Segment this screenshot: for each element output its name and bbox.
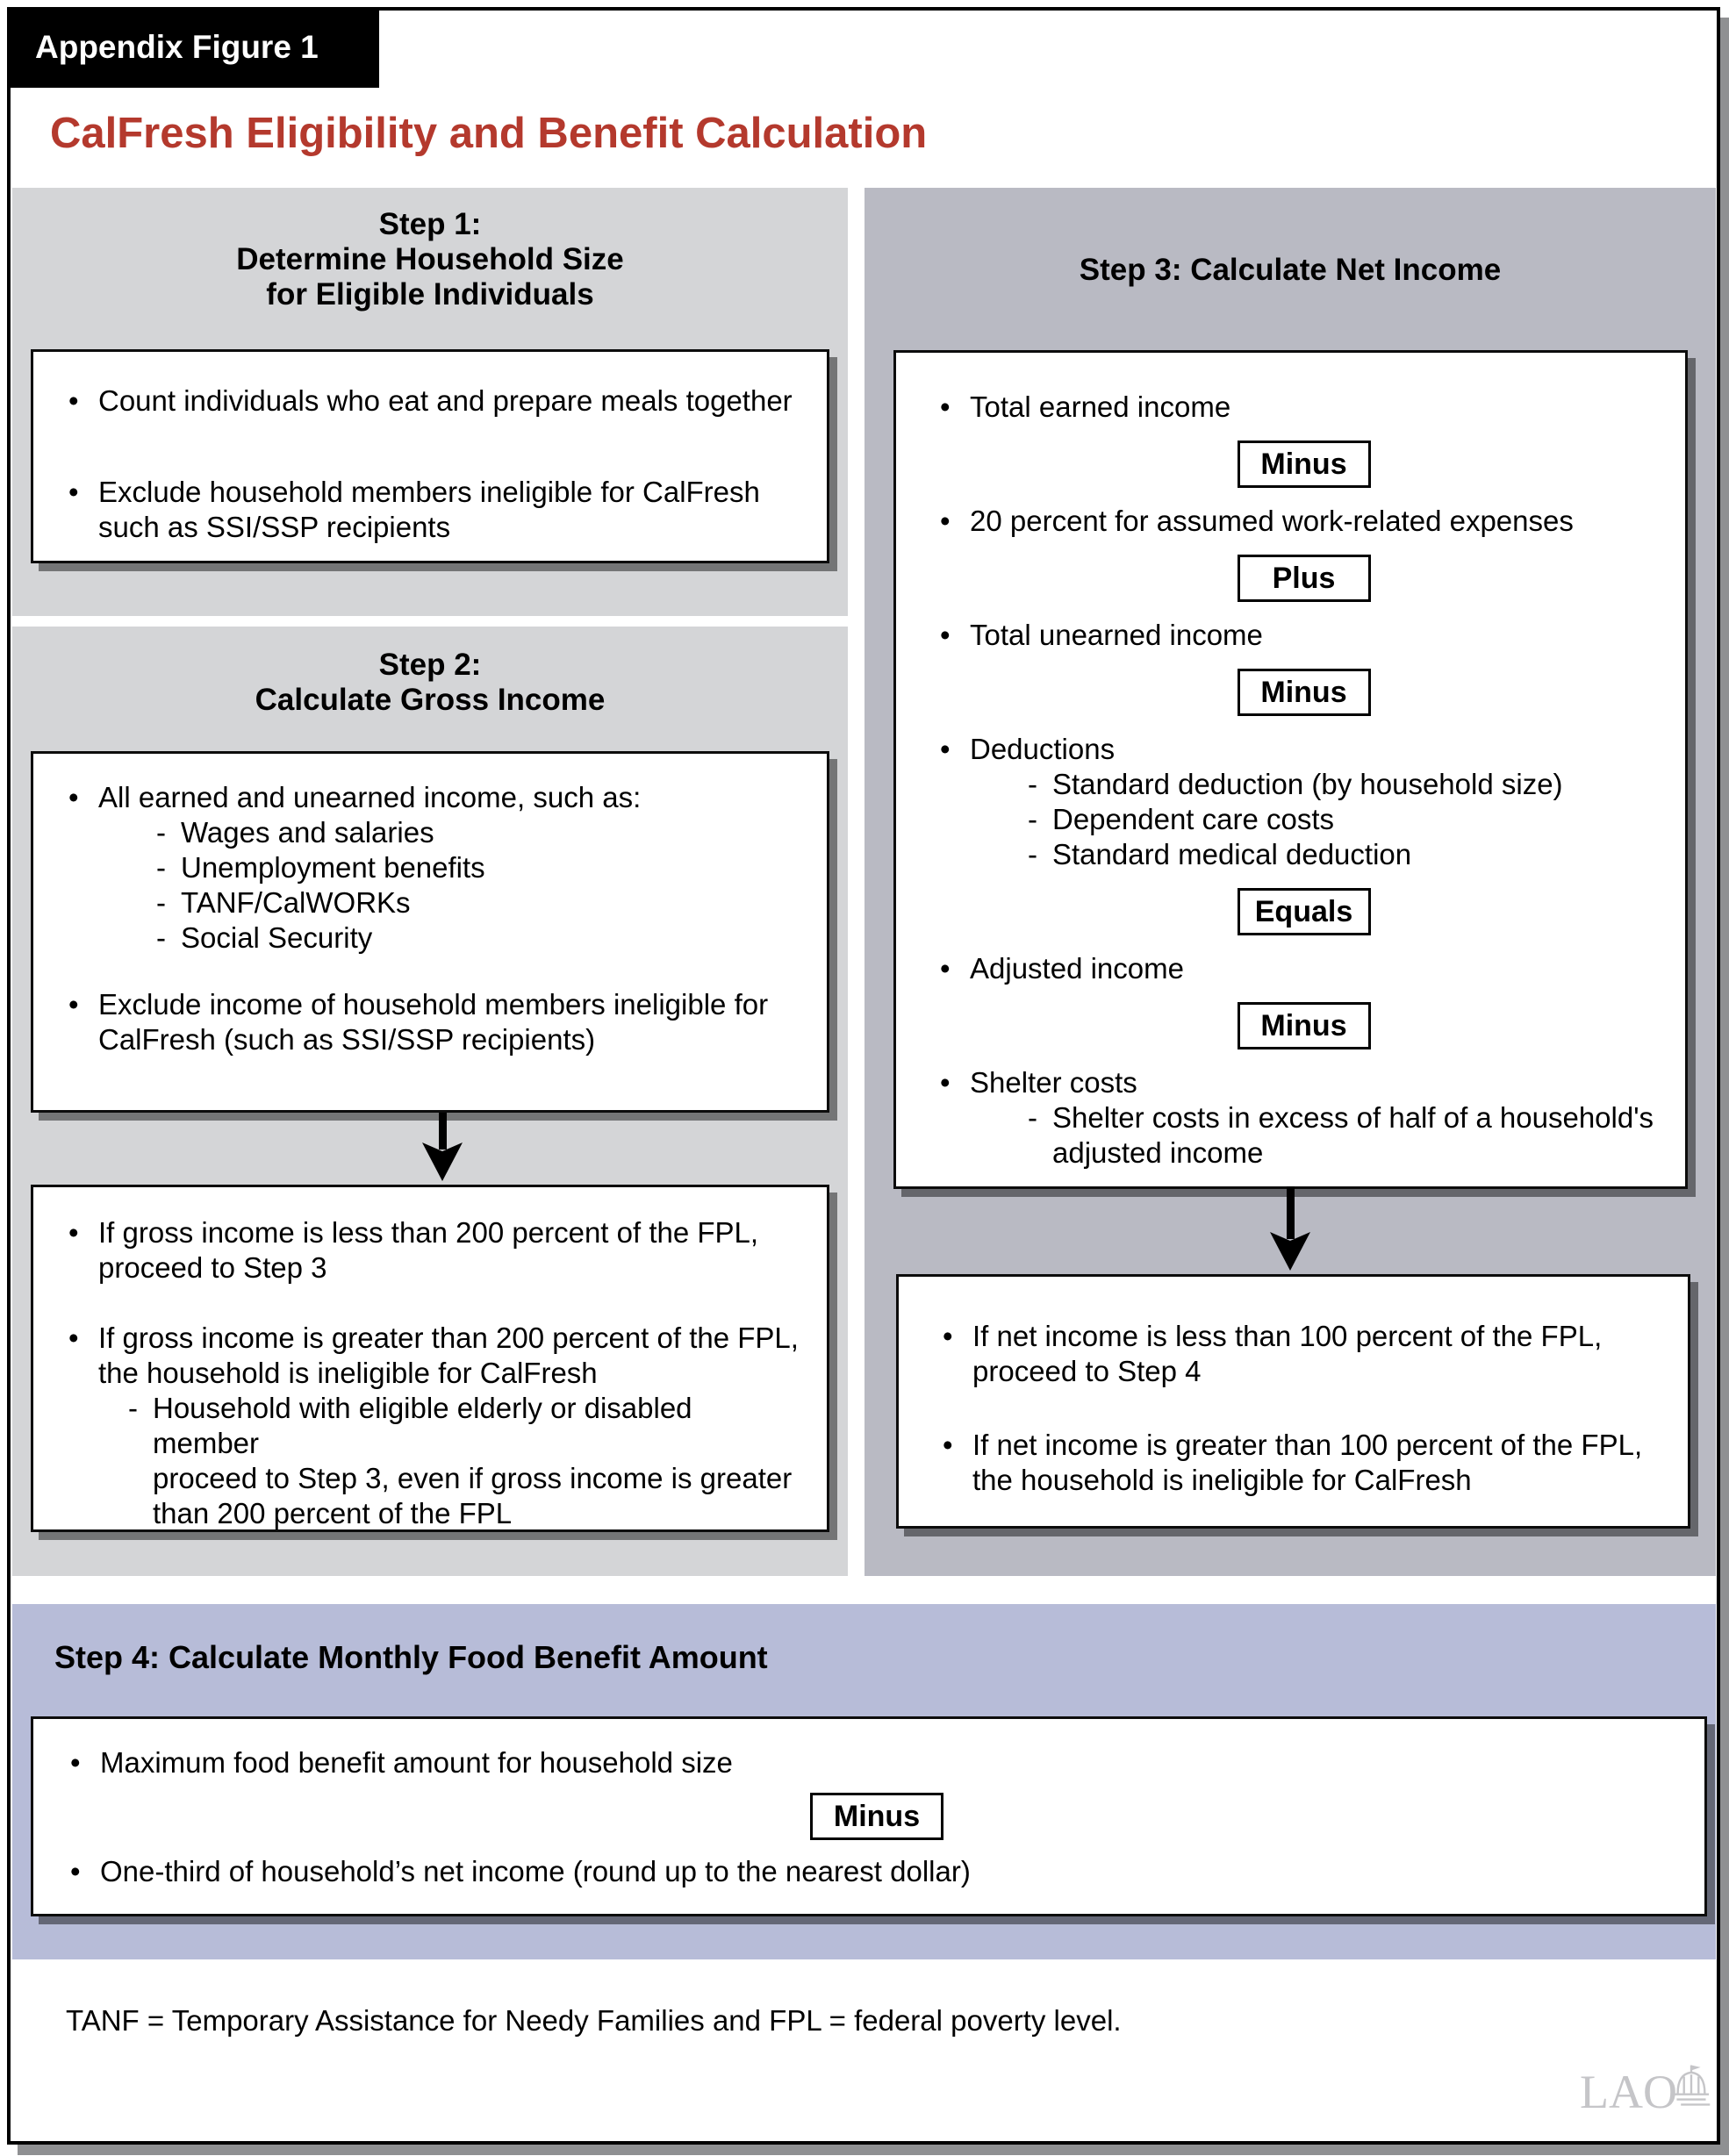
capitol-dome-icon — [1668, 2062, 1714, 2112]
list-item: • Shelter costs - Shelter costs in exces… — [940, 1065, 1668, 1171]
step2-panel: Step 2: Calculate Gross Income • All ear… — [12, 627, 848, 1576]
list-item: • All earned and unearned income, such a… — [68, 780, 806, 956]
sub-list: - Standard deduction (by household size)… — [970, 767, 1668, 872]
lao-logo: LAO — [1580, 2062, 1714, 2118]
bullet-marker: • — [940, 505, 951, 537]
bullet-marker: • — [68, 1216, 79, 1249]
bullet-marker: • — [940, 1066, 951, 1099]
step2-heading: Step 2: Calculate Gross Income — [255, 648, 606, 717]
sub-list-item: - Social Security — [156, 921, 373, 954]
step3-net-income-box: • Total earned income Minus • 20 percent… — [893, 350, 1688, 1189]
bullet-marker: • — [70, 1855, 81, 1887]
list-item: • Exclude household members ineligible f… — [68, 476, 760, 543]
bullet-marker: • — [68, 384, 79, 417]
step3-panel: Step 3: Calculate Net Income • Total ear… — [864, 188, 1716, 1576]
operator-equals-box: Equals — [1237, 888, 1371, 935]
bullet-marker: • — [940, 952, 951, 985]
dash-marker: - — [156, 921, 166, 954]
list-item: • If net income is greater than 100 perc… — [943, 1429, 1643, 1496]
list-item: • Adjusted income — [940, 952, 1184, 985]
step3-result-box: • If net income is less than 100 percent… — [896, 1274, 1690, 1529]
bullet-marker: • — [68, 781, 79, 813]
bullet-marker: • — [68, 1322, 79, 1354]
dash-marker: - — [156, 816, 166, 849]
step1-box: • Count individuals who eat and prepare … — [31, 349, 829, 563]
sub-list: - Shelter costs in excess of half of a h… — [970, 1100, 1668, 1171]
figure-tab-label: Appendix Figure 1 — [35, 29, 319, 65]
bullet-marker: • — [943, 1429, 953, 1461]
lao-logo-text: LAO — [1580, 2066, 1677, 2118]
bullet-marker: • — [940, 390, 951, 423]
step4-heading: Step 4: Calculate Monthly Food Benefit A… — [54, 1639, 768, 1675]
operator-plus-box: Plus — [1237, 555, 1371, 602]
list-item: • Total unearned income — [940, 619, 1263, 651]
down-arrow — [1264, 1186, 1316, 1271]
list-item: • If net income is less than 100 percent… — [943, 1320, 1603, 1387]
sub-list-item: - Standard deduction (by household size) — [1028, 768, 1563, 800]
list-item: • Exclude income of household members in… — [68, 988, 769, 1056]
sub-list-item: - Dependent care costs — [1028, 803, 1335, 835]
figure-tab: Appendix Figure 1 — [7, 7, 379, 88]
step4-benefit-box: • Maximum food benefit amount for househ… — [31, 1716, 1707, 1916]
sub-list-item: - Shelter costs in excess of half of a h… — [1028, 1101, 1654, 1169]
list-item: • One-third of household’s net income (r… — [70, 1855, 971, 1887]
sub-list-item: - TANF/CalWORKs — [156, 886, 411, 919]
sub-list-item: - Household with eligible elderly or dis… — [128, 1392, 793, 1529]
step1-panel: Step 1: Determine Household Size for Eli… — [12, 188, 848, 616]
bullet-marker: • — [70, 1746, 81, 1779]
dash-marker: - — [1028, 803, 1037, 835]
step2-result-box: • If gross income is less than 200 perce… — [31, 1185, 829, 1532]
sub-list-item: - Standard medical deduction — [1028, 838, 1412, 870]
sub-list-item: - Unemployment benefits — [156, 851, 485, 884]
bullet-marker: • — [943, 1320, 953, 1352]
step4-panel: Step 4: Calculate Monthly Food Benefit A… — [12, 1604, 1716, 1959]
operator-minus-box: Minus — [1237, 669, 1371, 716]
list-item: • If gross income is greater than 200 pe… — [68, 1321, 806, 1531]
bullet-marker: • — [940, 733, 951, 765]
bullet-marker: • — [68, 988, 79, 1021]
sub-list: - Wages and salaries - Unemployment bene… — [98, 815, 806, 956]
sub-list-item: - Wages and salaries — [156, 816, 434, 849]
bullet-marker: • — [68, 476, 79, 508]
list-item: • Count individuals who eat and prepare … — [68, 384, 793, 417]
list-item: • Deductions - Standard deduction (by ho… — [940, 732, 1668, 872]
operator-minus-box: Minus — [1237, 1002, 1371, 1049]
list-item: • If gross income is less than 200 perce… — [68, 1216, 759, 1284]
footnote: TANF = Temporary Assistance for Needy Fa… — [66, 2004, 1122, 2037]
operator-minus-box: Minus — [1237, 441, 1371, 488]
dash-marker: - — [128, 1392, 138, 1424]
page-title: CalFresh Eligibility and Benefit Calcula… — [50, 110, 928, 157]
list-item: • Total earned income — [940, 390, 1231, 423]
dash-marker: - — [1028, 1101, 1037, 1134]
dash-marker: - — [156, 851, 166, 884]
list-item: • Maximum food benefit amount for househ… — [70, 1746, 733, 1779]
step3-heading: Step 3: Calculate Net Income — [1079, 253, 1502, 287]
operator-minus-box: Minus — [810, 1793, 943, 1840]
down-arrow — [416, 1113, 469, 1181]
step2-gross-income-box: • All earned and unearned income, such a… — [31, 751, 829, 1113]
dash-marker: - — [1028, 768, 1037, 800]
dash-marker: - — [156, 886, 166, 919]
bullet-marker: • — [940, 619, 951, 651]
list-item: • 20 percent for assumed work-related ex… — [940, 505, 1574, 537]
dash-marker: - — [1028, 838, 1037, 870]
step1-heading: Step 1: Determine Household Size for Eli… — [236, 207, 624, 312]
